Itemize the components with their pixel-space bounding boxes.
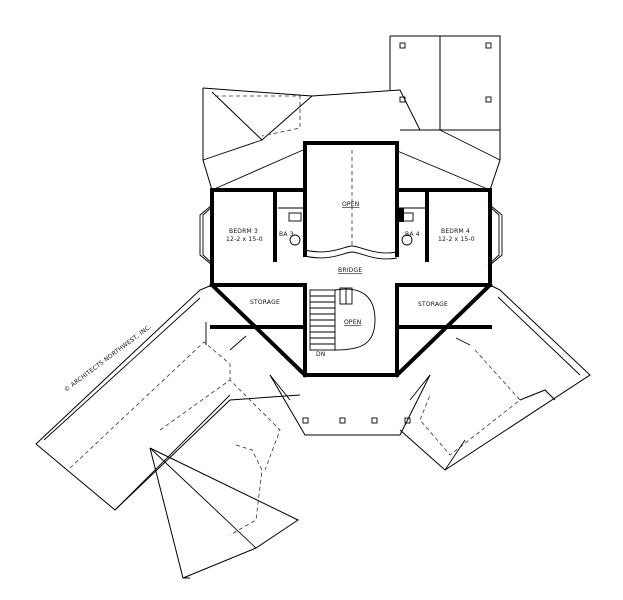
bridge xyxy=(304,150,398,260)
roof-top-right xyxy=(311,35,501,191)
ba3-label: BA 3 xyxy=(279,231,294,238)
open-stair-label: OPEN xyxy=(344,319,361,326)
watermark: © ARCHITECTS NORTHWEST, INC. xyxy=(63,323,153,393)
bridge-label: BRIDGE xyxy=(338,267,362,274)
bedrm4-size: 12-2 x 15-0 xyxy=(438,236,475,243)
bath-fixtures xyxy=(288,208,414,246)
roof-top-left xyxy=(202,87,313,191)
bedrm4-name: BEDRM 4 xyxy=(441,228,470,235)
open-top-label: OPEN xyxy=(342,201,359,208)
ba4-label: BA 4 xyxy=(405,231,420,238)
stair xyxy=(309,287,376,351)
bedrm3-name: BEDRM 3 xyxy=(229,228,258,235)
roof-right-wing xyxy=(399,284,591,471)
storage-left-label: STORAGE xyxy=(250,299,280,306)
roof-center-entry xyxy=(269,374,431,436)
storage-right-label: STORAGE xyxy=(418,301,448,308)
dn-label: DN xyxy=(316,351,326,358)
house-walls xyxy=(199,141,503,378)
roof-left-wing xyxy=(35,284,301,579)
bedrm3-size: 12-2 x 15-0 xyxy=(226,236,263,243)
